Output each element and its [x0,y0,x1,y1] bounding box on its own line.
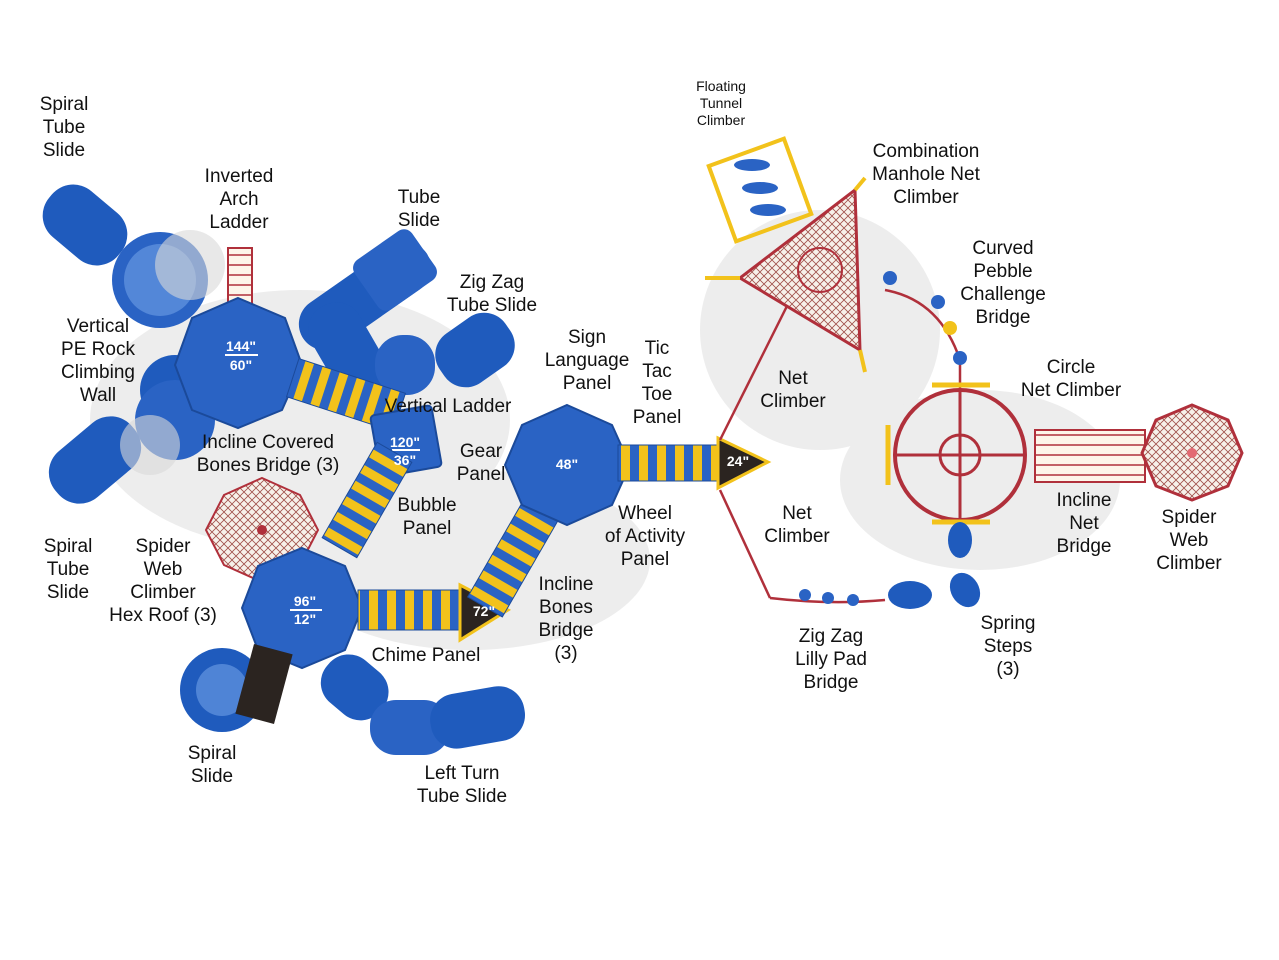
label-bubble-panel: Bubble Panel [397,495,457,539]
deck-label-120: 120" [390,434,420,450]
spider-web-climber-right [1140,403,1244,502]
combination-manhole-net-climber [705,176,867,373]
label-incline-net-bridge: Incline Net Bridge [1056,490,1112,557]
deck-label-12: 12" [294,611,316,627]
deck-label-96: 96" [294,593,316,609]
label-sign-language-panel: Sign Language Panel [544,327,630,394]
label-chime-panel: Chime Panel [371,645,481,666]
deck-24 [716,435,772,491]
label-floating-tunnel-climber: Floating Tunnel Climber [696,78,746,128]
deck-48 [503,403,632,527]
label-tic-tac-toe-panel: Tic Tac Toe Panel [632,338,682,428]
label-zig-zag-lilly-pad-bridge: Zig Zag Lilly Pad Bridge [795,626,867,693]
label-circle-net-climber: Circle Net Climber [1020,357,1122,401]
label-incline-bones-bridge: Incline Bones Bridge (3) [538,574,594,664]
label-zig-zag-tube-slide: Zig Zag Tube Slide [446,272,538,316]
label-net-climber-bottom: Net Climber [764,503,830,547]
label-tube-slide: Tube Slide [397,187,441,231]
label-spiral-tube-slide-top: Spiral Tube Slide [39,94,89,161]
deck-144-60 [173,296,304,430]
deck-96-12 [240,546,364,670]
deck-label-72: 72" [473,603,495,619]
bridge-d-to-f [617,444,721,482]
label-spiral-slide: Spiral Slide [187,743,237,787]
label-wheel-of-activity-panel: Wheel of Activity Panel [604,503,686,570]
deck-label-48: 48" [556,456,578,472]
label-vertical-pe-rock-climbing-wall: Vertical PE Rock Climbing Wall [61,316,135,406]
incline-net-bridge [1034,429,1146,483]
left-turn-tube-slide [320,654,526,755]
floating-tunnel-climber [706,136,814,244]
label-curved-pebble-challenge-bridge: Curved Pebble Challenge Bridge [960,238,1046,328]
chime-panel-bridge [357,589,463,631]
bridge-b-to-c [321,441,413,559]
deck-height-labels: 144" 60" 120" 36" 96" 12" 48" 72" 24" [226,338,749,627]
spiral-slide [180,644,293,732]
label-left-turn-tube-slide: Left Turn Tube Slide [416,763,508,807]
label-vertical-ladder: Vertical Ladder [384,396,512,417]
zig-zag-tube-slide [308,302,515,398]
label-incline-covered-bones-bridge: Incline Covered Bones Bridge (3) [196,432,340,476]
deck-label-144: 144" [226,338,256,354]
deck-label-24: 24" [727,453,749,469]
label-gear-panel: Gear Panel [456,441,506,485]
deck-label-36: 36" [394,452,416,468]
spiral-tube-slide-top [42,184,225,328]
label-spiral-tube-slide-bottom: Spiral Tube Slide [43,536,93,603]
label-spider-web-climber: Spider Web Climber [1156,507,1222,574]
curved-pebble-bridge [883,271,967,365]
deck-label-60: 60" [230,357,252,373]
label-net-climber-top: Net Climber [760,368,826,412]
label-spring-steps: Spring Steps (3) [980,613,1036,680]
label-inverted-arch-ladder: Inverted Arch Ladder [204,166,274,233]
circle-net-climber [885,382,1027,525]
label-combination-manhole-net-climber: Combination Manhole Net Climber [872,141,980,208]
lilly-pad-and-spring-steps [799,522,981,609]
label-spider-web-climber-hex-roof: Spider Web Climber Hex Roof (3) [109,536,217,626]
